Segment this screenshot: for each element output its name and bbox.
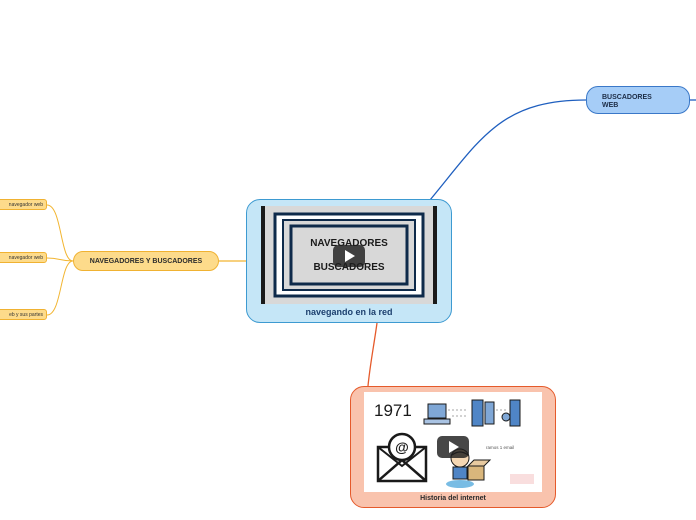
video-thumbnail-navegadores[interactable]: NAVEGADORES BUSCADORES — [261, 206, 437, 304]
play-icon[interactable] — [437, 436, 469, 458]
link-historia — [367, 322, 378, 387]
central-topic-label: navegando en la red — [305, 307, 393, 317]
subtopic-web-y-sus-partes[interactable]: eb y sus partes — [0, 309, 47, 320]
link-leaf-1 — [46, 204, 74, 262]
computer-icon — [423, 403, 451, 425]
link-leaf-2 — [46, 257, 74, 262]
topic-historia-del-internet[interactable]: 1971 — [350, 386, 556, 508]
topic-navegadores-y-buscadores[interactable]: NAVEGADORES Y BUSCADORES — [73, 251, 219, 271]
video-note: ramos 1 email — [486, 445, 514, 450]
subtopic-label: eb y sus partes — [9, 312, 43, 318]
topic-navegadores-label: NAVEGADORES Y BUSCADORES — [89, 258, 203, 265]
topic-buscadores-label-line2: WEB — [602, 102, 619, 109]
topic-historia-label: Historia del internet — [420, 495, 486, 502]
topic-buscadores-web[interactable]: BUSCADORES WEB — [586, 86, 690, 114]
video-title-line1: NAVEGADORES — [310, 238, 388, 249]
character-illustration — [446, 448, 492, 488]
video-year: 1971 — [374, 401, 412, 420]
svg-text:@: @ — [395, 439, 409, 455]
subtopic-label: navegador web — [8, 255, 43, 261]
play-icon[interactable] — [333, 245, 365, 267]
video-title-line2: BUSCADORES — [313, 262, 384, 273]
email-envelope-icon: @ — [376, 432, 428, 483]
central-topic[interactable]: NAVEGADORES BUSCADORES navegando en la r… — [246, 199, 452, 323]
link-buscadores — [429, 99, 587, 201]
subtopic-navegador-web-1[interactable]: navegador web — [0, 199, 47, 210]
subtopic-navegador-web-2[interactable]: navegador web — [0, 252, 47, 263]
link-leaf-3 — [46, 260, 74, 316]
server-icon — [471, 399, 521, 427]
subtopic-label: navegador web — [8, 202, 43, 208]
topic-buscadores-label-line1: BUSCADORES — [602, 94, 652, 101]
video-thumbnail-historia[interactable]: 1971 — [364, 392, 542, 492]
